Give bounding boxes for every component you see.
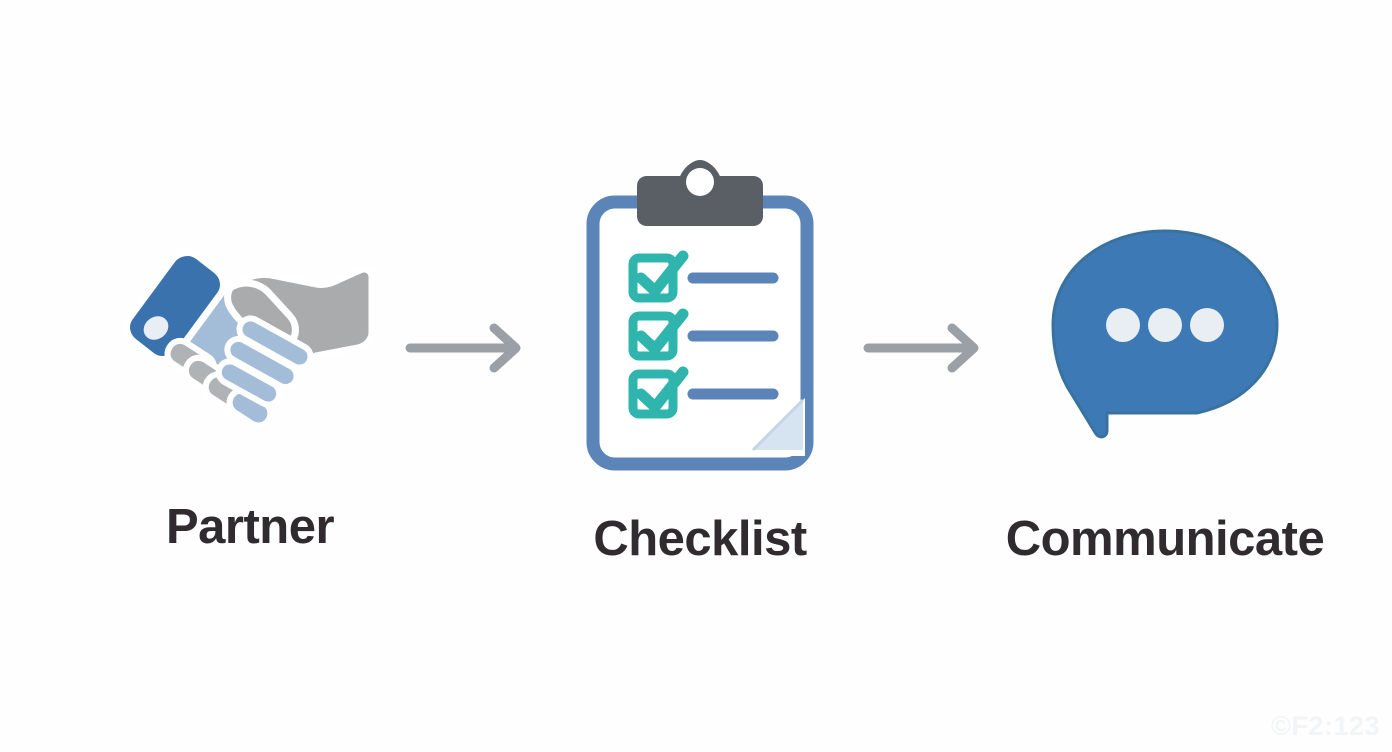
connector-arrow-1: [402, 318, 530, 383]
clipboard-checklist-icon: [577, 160, 823, 485]
handshake-icon: [120, 236, 380, 441]
arrow-right-icon: [405, 323, 521, 373]
checklist-rows: [628, 250, 779, 419]
checklist-row: [628, 250, 779, 303]
watermark: ©F2:123: [1271, 711, 1380, 741]
step-checklist[interactable]: Checklist: [565, 160, 835, 564]
speech-bubble-icon: [1045, 225, 1285, 445]
step-label-communicate: Communicate: [1005, 512, 1325, 566]
step-communicate[interactable]: Communicate: [1005, 225, 1325, 564]
connector-arrow-2: [860, 318, 988, 383]
step-label-checklist: Checklist: [593, 512, 807, 566]
clipboard-clip: [637, 160, 763, 226]
step-label-partner: Partner: [165, 500, 335, 554]
checklist-row: [628, 308, 779, 361]
step-partner[interactable]: Partner: [110, 236, 390, 552]
checklist-row: [628, 366, 779, 419]
typing-dots: [1106, 308, 1224, 342]
arrow-right-icon: [863, 323, 979, 373]
